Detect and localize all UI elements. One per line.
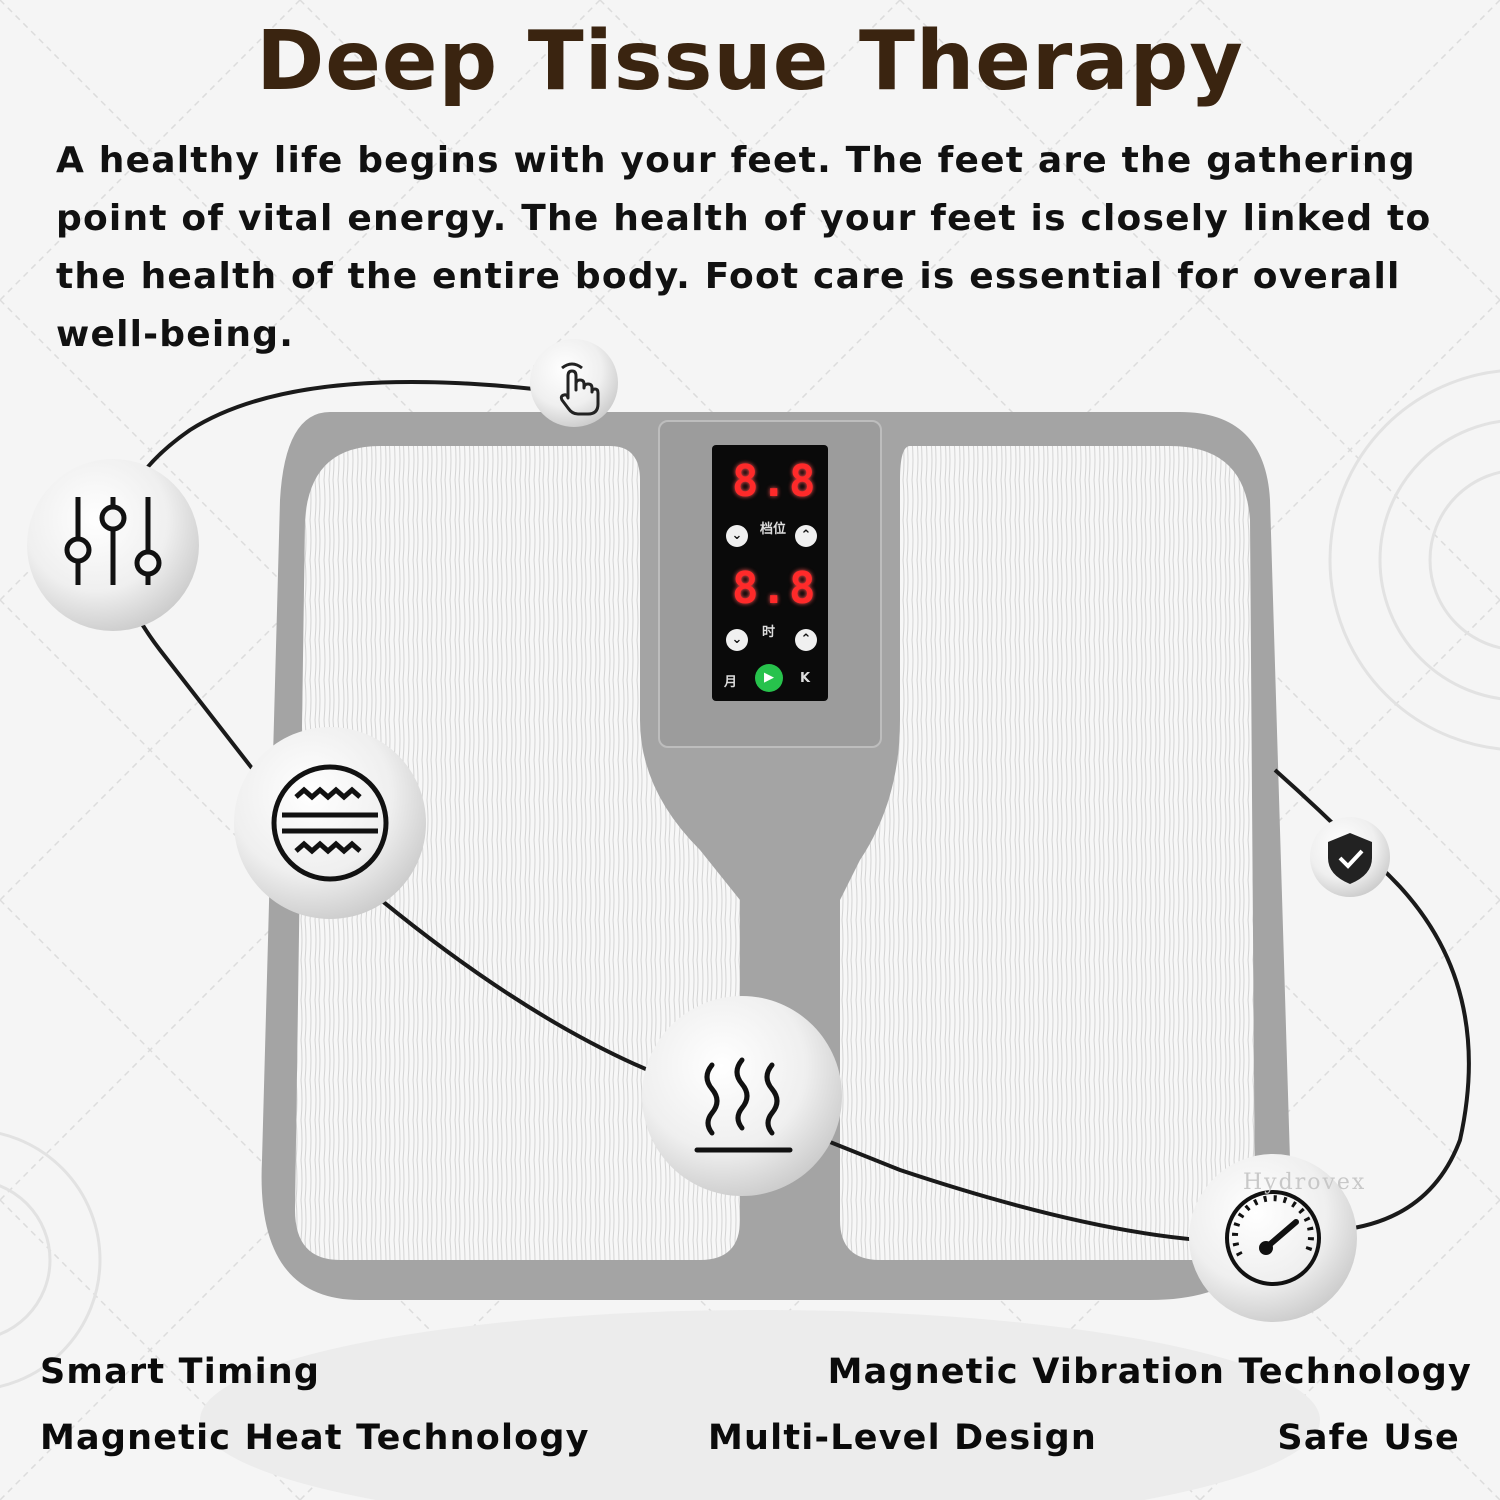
bottom-readout: 8.8	[732, 563, 818, 614]
feature-safe-use: Safe Use	[1277, 1418, 1460, 1458]
wave-layers-icon	[271, 764, 389, 882]
brand-watermark: Hydrovex	[1243, 1170, 1367, 1195]
play-pause-button[interactable]: ▶	[755, 664, 783, 692]
intro-paragraph: A healthy life begins with your feet. Th…	[56, 140, 1432, 355]
heat-icon	[694, 1057, 793, 1153]
feature-multi-level: Multi-Level Design	[708, 1418, 1097, 1458]
top-readout: 8.8	[732, 456, 818, 507]
feature-magnetic-vibration: Magnetic Vibration Technology	[827, 1352, 1472, 1392]
sliders-icon	[64, 497, 162, 585]
top-down-button[interactable]: ⌄	[726, 525, 748, 547]
shield-check-icon	[1328, 833, 1372, 884]
bottom-up-button[interactable]: ⌃	[795, 629, 817, 651]
feature-magnetic-heat: Magnetic Heat Technology	[40, 1418, 590, 1458]
left-control-label: 月	[724, 675, 738, 690]
feature-smart-timing: Smart Timing	[40, 1352, 321, 1392]
right-control-label: K	[800, 671, 811, 686]
bottom-mode-label: 时	[762, 625, 776, 640]
top-up-button[interactable]: ⌃	[795, 525, 817, 547]
led-display	[712, 445, 828, 701]
bottom-down-button[interactable]: ⌄	[726, 629, 748, 651]
hand-pointer-icon	[559, 362, 600, 416]
gauge-icon	[1225, 1190, 1321, 1286]
page-title: Deep Tissue Therapy	[256, 14, 1244, 109]
foot-massager-device	[261, 412, 1290, 1300]
top-mode-label: 档位	[760, 522, 787, 537]
